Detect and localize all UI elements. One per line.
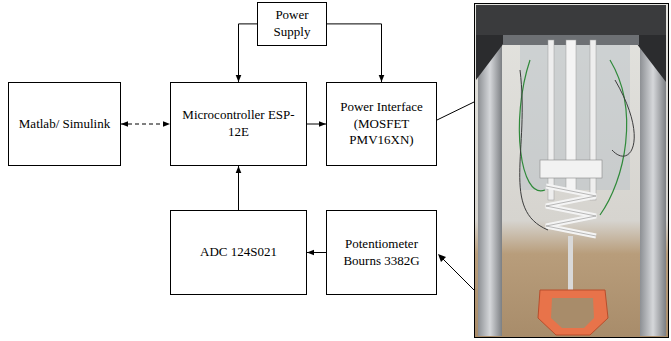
connector-arrow [327,24,382,82]
connector-arrow [121,124,170,125]
connector-arrow [307,124,326,125]
box-label: Power Interface (MOSFET PMV16XN) [333,99,430,150]
connector-arrow [239,24,258,82]
power-supply-box: Power Supply [257,2,327,46]
box-label: Power Supply [264,7,320,41]
box-label: Matlab/ Simulink [19,116,110,133]
box-label: Potentiometer Bourns 3382G [333,236,430,270]
power-interface-box: Power Interface (MOSFET PMV16XN) [326,82,437,166]
adc-box: ADC 124S021 [170,210,307,295]
software-box: Matlab/ Simulink [8,82,121,166]
box-label: ADC 124S021 [200,244,277,261]
sensor-box: Potentiometer Bourns 3382G [326,210,437,295]
box-label: Microcontroller ESP-12E [177,107,300,141]
connector-arrow [307,252,326,253]
connector-arrow [238,166,239,210]
microcontroller-box: Microcontroller ESP-12E [170,82,307,166]
